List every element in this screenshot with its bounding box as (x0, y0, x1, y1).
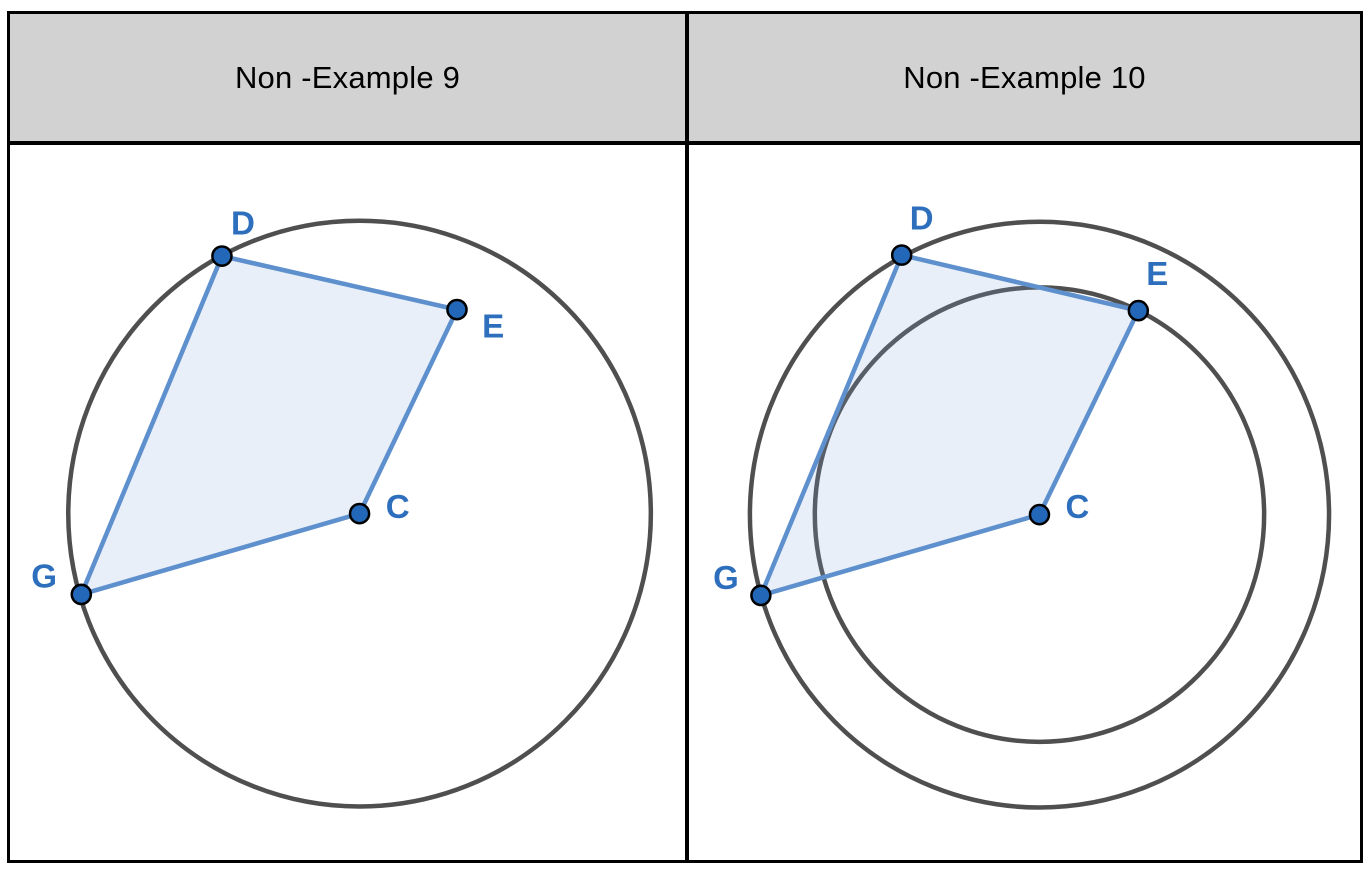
header-non-example-10-label: Non -Example 10 (903, 59, 1146, 95)
non-example-10-point-C[interactable] (1028, 503, 1051, 526)
cell-non-example-9: D E C G (10, 145, 685, 860)
non-example-9-label-C: C (386, 489, 410, 526)
non-example-9-label-G: G (31, 559, 57, 596)
non-example-10-svg: D E C G (713, 200, 1332, 810)
non-example-10-label-E: E (1146, 256, 1168, 293)
non-example-10-label-G: G (713, 560, 739, 597)
non-example-9-label-E: E (482, 308, 504, 345)
non-example-10-point-D[interactable] (890, 244, 913, 266)
cell-non-example-10: D E C G (685, 145, 1360, 860)
non-example-9-point-D[interactable] (211, 245, 233, 267)
non-example-9-point-C[interactable] (348, 502, 371, 525)
non-example-10-point-E[interactable] (1127, 299, 1150, 322)
examples-table: Non -Example 9 Non -Example 10 D E C G D E C G (7, 11, 1363, 863)
non-example-10-point-G[interactable] (750, 584, 772, 607)
non-example-9-circle-center-C (65, 218, 654, 809)
non-example-10-label-C: C (1066, 489, 1090, 526)
non-example-10-outer-circle-center-C (747, 219, 1332, 810)
header-non-example-9: Non -Example 9 (10, 14, 685, 145)
non-example-9-point-G[interactable] (70, 583, 93, 606)
non-example-9-svg: D E C G (31, 205, 654, 809)
header-non-example-10: Non -Example 10 (685, 14, 1360, 145)
non-example-9-point-E[interactable] (446, 298, 468, 321)
non-example-9-label-D: D (231, 205, 255, 242)
non-example-9-quadrilateral-DECG (79, 253, 460, 597)
non-example-10-quadrilateral-DECG (758, 252, 1141, 598)
header-non-example-9-label: Non -Example 9 (234, 59, 461, 95)
non-example-10-label-D: D (910, 200, 934, 237)
